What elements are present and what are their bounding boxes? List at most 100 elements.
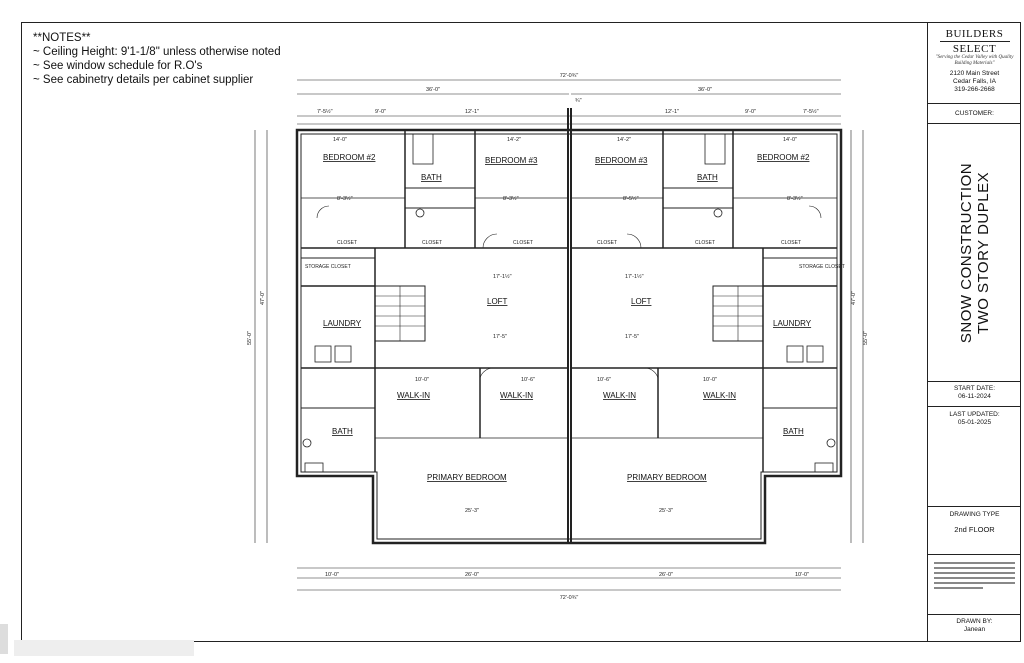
drawing-type: 2nd FLOOR [954,525,995,534]
dim-left-unit: 36'-0" [426,87,440,93]
last-updated-date: 05-01-2025 [957,419,992,426]
dim-loft-right: 17'-1½" [625,273,644,280]
dim-depth-right: 55'-0" [863,331,869,345]
room-bath-left: BATH [332,427,353,436]
dim-overall-top: 72'-0¾" [560,73,579,79]
company-name-line2: SELECT [952,43,997,55]
closet-left-1: CLOSET [337,240,357,246]
room-primary-left: PRIMARY BEDROOM [427,473,507,482]
dim-seg-3: 12'-1" [465,109,479,115]
storage-left: STORAGE CLOSET [305,264,351,270]
room-walkin-left-1: WALK-IN [397,391,430,400]
notes-title: **NOTES** [33,32,91,44]
dim-loft-depth-right: 17'-5" [625,334,639,340]
room-bath-top-right: BATH [697,173,718,182]
customer-label: CUSTOMER: [928,104,1021,124]
washer-left [314,345,332,363]
start-date-label: START DATE: [953,385,996,392]
company-logo-block: BUILDERS SELECT "Serving the Cedar Valle… [928,22,1021,104]
disclaimer-cell [928,555,1021,615]
room-loft-left: LOFT [487,297,508,306]
room-bedroom2-right: BEDROOM #2 [757,153,810,162]
dim-bed2-width-left: 8'-3½" [337,195,353,202]
dim-loft-depth-left: 17'-5" [493,334,507,340]
floor-plan: 72'-0¾" 36'-0" 36'-0" ¾" 7'-5½" 9'-0" 12… [247,73,869,601]
closet-right-1: CLOSET [781,240,801,246]
room-bedroom3-right: BEDROOM #3 [595,156,648,165]
sink-right [713,208,723,218]
dim-walkin-left-1: 10'-0" [415,377,429,383]
project-title-line1: SNOW CONSTRUCTION [957,162,975,343]
dryer-left [334,345,352,363]
company-logo: BUILDERS SELECT [928,28,1021,55]
drawn-by: Janean [963,626,986,633]
drawing-type-cell: DRAWING TYPE 2nd FLOOR [928,507,1021,555]
start-date-cell: START DATE: 06-11-2024 [928,382,1021,407]
dim-bed3-left: 14'-2" [507,137,521,143]
drawn-by-cell: DRAWN BY: Janean [928,615,1021,642]
dim-walkin-right-1: 10'-0" [703,377,717,383]
drawing-type-label: DRAWING TYPE [949,511,1000,518]
drawn-by-label: DRAWN BY: [956,618,993,625]
closet-left-3: CLOSET [513,240,533,246]
dim-depth-left: 55'-0" [247,331,253,345]
tub-left [412,133,434,165]
project-title-cell: SNOW CONSTRUCTION TWO STORY DUPLEX [928,124,1021,382]
drawing-sheet-border [21,22,1021,642]
company-tagline: "Serving the Cedar Valley with Quality B… [935,55,1014,66]
dim-walkin-right-2: 10'-6" [597,377,611,383]
dim-bottom-left: 10'-0" [325,572,339,578]
dim-loft-left: 17'-1½" [493,273,512,280]
note-item: ~ See cabinetry details per cabinet supp… [33,74,254,86]
dim-bottom-mid-right: 26'-0" [659,572,673,578]
dim-walkin-left-2: 10'-6" [521,377,535,383]
room-loft-right: LOFT [631,297,652,306]
dim-bottom-right: 10'-0" [795,572,809,578]
dim-bed2-left: 14'-0" [333,137,347,143]
sink-left [415,208,425,218]
dim-right-unit: 36'-0" [698,87,712,93]
room-bedroom3-left: BEDROOM #3 [485,156,538,165]
tub-right [704,133,726,165]
watermark-fragment [0,622,220,663]
company-name-line1: BUILDERS [945,28,1004,40]
room-laundry-left: LAUNDRY [323,319,362,328]
note-item: ~ Ceiling Height: 9'1-1/8" unless otherw… [33,46,281,58]
washer-right [786,345,804,363]
exterior-walls [295,128,843,545]
dim-primary-right: 25'-3" [659,508,673,514]
room-walkin-right-1: WALK-IN [703,391,736,400]
dim-bed2-width-right: 8'-3½" [787,195,803,202]
dryer-right [806,345,824,363]
dim-bed3-width-right: 8'-5½" [623,195,639,202]
start-date: 06-11-2024 [958,393,991,400]
note-item: ~ See window schedule for R.O's [33,60,203,72]
dim-party-wall: ¾" [575,98,582,104]
room-bath-top-left: BATH [421,173,442,182]
room-walkin-right-2: WALK-IN [603,391,636,400]
dim-upper-depth-left: 47'-0" [260,291,266,305]
dim-bottom-mid-left: 26'-0" [465,572,479,578]
closet-right-3: CLOSET [597,240,617,246]
dim-bed2-right: 14'-0" [783,137,797,143]
notes-block: **NOTES** ~ Ceiling Height: 9'1-1/8" unl… [33,31,281,87]
address-line2: Cedar Falls, IA [953,78,996,85]
dim-seg-4: 12'-1" [665,109,679,115]
dim-bed3-right: 14'-2" [617,137,631,143]
dim-upper-depth-right: 47'-0" [851,291,857,305]
dim-seg-6: 7'-5½" [803,108,819,115]
dim-primary-left: 25'-3" [465,508,479,514]
closet-left-2: CLOSET [422,240,442,246]
closet-right-2: CLOSET [695,240,715,246]
phone: 319-266-2668 [954,86,995,93]
project-title-line2: TWO STORY DUPLEX [974,171,992,334]
room-bath-right: BATH [783,427,804,436]
project-title: SNOW CONSTRUCTION TWO STORY DUPLEX [958,162,992,342]
dim-bed3-width-left: 8'-3½" [503,195,519,202]
exterior-walls-inner [300,133,838,540]
address-line1: 2120 Main Street [949,70,1000,77]
dim-seg-2: 9'-0" [375,109,386,115]
last-updated-label: LAST UPDATED: [949,411,1000,418]
dim-seg-1: 7'-5½" [317,108,333,115]
room-primary-right: PRIMARY BEDROOM [627,473,707,482]
